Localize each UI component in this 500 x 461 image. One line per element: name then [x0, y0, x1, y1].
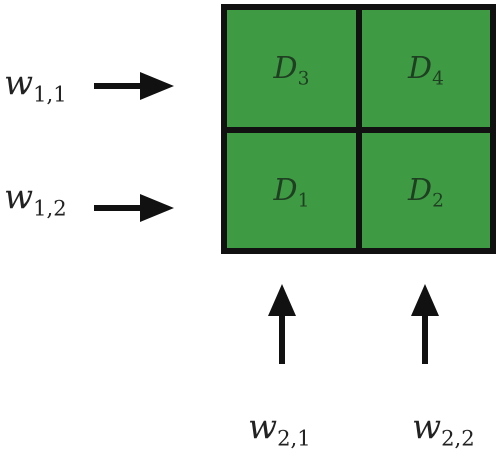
- column-input-label-1: w2,1: [248, 407, 311, 451]
- cell-d2: D2: [362, 133, 490, 248]
- arrow-right-icon: [94, 70, 174, 102]
- cell-d3-label: D3: [273, 50, 310, 89]
- arrow-up-icon: [409, 284, 441, 364]
- cell-d3: D3: [227, 10, 356, 127]
- cell-d1: D1: [227, 133, 356, 248]
- arrow-up-icon: [266, 284, 298, 364]
- row-input-label-1: w1,1: [4, 63, 67, 107]
- arrow-right-icon: [94, 192, 174, 224]
- row-input-label-2: w1,2: [4, 177, 67, 221]
- column-input-label-2: w2,2: [412, 407, 475, 451]
- cell-d4: D4: [362, 10, 490, 127]
- domain-grid: D3 D4 D1 D2: [221, 4, 496, 254]
- cell-d1-label: D1: [273, 172, 310, 211]
- cell-d4-label: D4: [408, 50, 444, 89]
- cell-d2-label: D2: [408, 172, 444, 211]
